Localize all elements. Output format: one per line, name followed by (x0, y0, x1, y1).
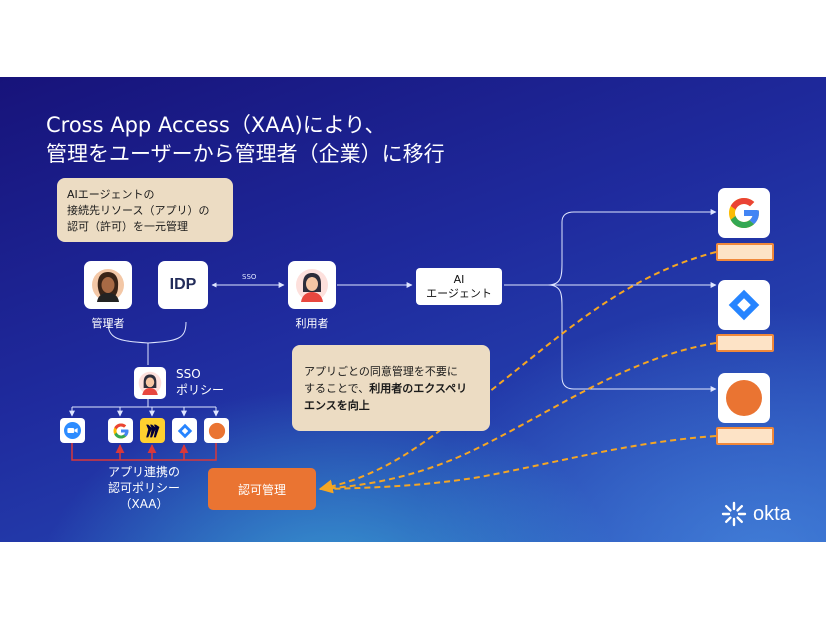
ai-agent-box[interactable]: AI エージェント (416, 268, 502, 305)
sso-policy-line-2: ポリシー (176, 383, 225, 397)
miro-icon (145, 424, 159, 437)
authorization-management-label: 認可管理 (237, 482, 286, 497)
app-policy-label: アプリ連携の 認可ポリシー （XAA） (96, 464, 192, 512)
app-policy-line-1: アプリ連携の (107, 465, 180, 479)
consent-note: アプリごとの同意管理を不要に することで、利用者のエクスペリ エンスを向上 (292, 345, 490, 431)
admin-note-line-2: 接続先リソース（アプリ）の (67, 204, 210, 217)
jira-icon (728, 289, 760, 321)
okta-wordmark: okta (753, 502, 791, 525)
app-policy-line-3: （XAA） (119, 497, 169, 511)
consent-note-line-3-bold: エンスを向上 (304, 399, 370, 412)
policy-app-orange[interactable] (204, 418, 229, 443)
connector-lines (69, 209, 717, 494)
google-icon (113, 423, 128, 438)
page-title: Cross App Access（XAA)により、 管理をユーザーから管理者（企… (46, 111, 445, 169)
orange-circle-app-icon (208, 422, 225, 439)
jira-icon (177, 423, 192, 438)
admin-note-line-3: 認可（許可）を一元管理 (67, 220, 188, 233)
sso-policy-label: SSO ポリシー (176, 366, 224, 398)
policy-app-miro[interactable] (140, 418, 165, 443)
sso-link-label: SSO (242, 273, 257, 281)
ai-agent-line-1: AI (453, 273, 465, 286)
app-policy-line-2: 認可ポリシー (107, 481, 180, 495)
consent-note-line-2-plain: することで、 (304, 382, 370, 395)
idp-tile[interactable]: IDP (158, 261, 208, 309)
app-google-tile[interactable] (718, 188, 770, 238)
title-line-1: Cross App Access（XAA)により、 (46, 113, 386, 137)
app-orange-permission-box (716, 427, 774, 445)
policy-app-zoom[interactable] (60, 418, 85, 443)
user-tile[interactable] (288, 261, 336, 309)
authorization-management-box[interactable]: 認可管理 (208, 468, 316, 510)
consent-note-line-3: エンスを向上 (304, 397, 490, 414)
admin-tile[interactable] (84, 261, 132, 309)
admin-label: 管理者 (91, 317, 125, 330)
slide: Cross App Access（XAA)により、 管理をユーザーから管理者（企… (0, 77, 826, 542)
person-avatar-icon (138, 371, 162, 395)
person-avatar-icon (92, 269, 124, 302)
app-google-permission-box (716, 243, 774, 261)
admin-note: AIエージェントの 接続先リソース（アプリ）の 認可（許可）を一元管理 (57, 178, 233, 242)
app-jira-tile[interactable] (718, 280, 770, 330)
person-avatar-icon (296, 269, 328, 302)
sso-policy-line-1: SSO (176, 367, 201, 381)
orange-circle-app-icon (726, 380, 762, 416)
user-label: 利用者 (295, 317, 329, 330)
okta-logo: okta (721, 501, 791, 527)
title-line-2: 管理をユーザーから管理者（企業）に移行 (46, 142, 445, 166)
ai-agent-line-2: エージェント (426, 287, 492, 300)
policy-app-jira[interactable] (172, 418, 197, 443)
idp-label: IDP (169, 276, 197, 293)
sso-policy-tile[interactable] (134, 367, 166, 399)
zoom-icon (64, 422, 81, 439)
consent-note-line-2-bold: 利用者のエクスペリ (369, 382, 468, 395)
admin-note-line-1: AIエージェントの (67, 188, 155, 201)
consent-note-line-2: することで、利用者のエクスペリ (304, 380, 490, 397)
app-jira-permission-box (716, 334, 774, 352)
policy-app-google[interactable] (108, 418, 133, 443)
google-icon (729, 198, 759, 228)
okta-aura-icon (721, 501, 747, 527)
consent-note-line-1: アプリごとの同意管理を不要に (304, 365, 458, 378)
app-orange-tile[interactable] (718, 373, 770, 423)
